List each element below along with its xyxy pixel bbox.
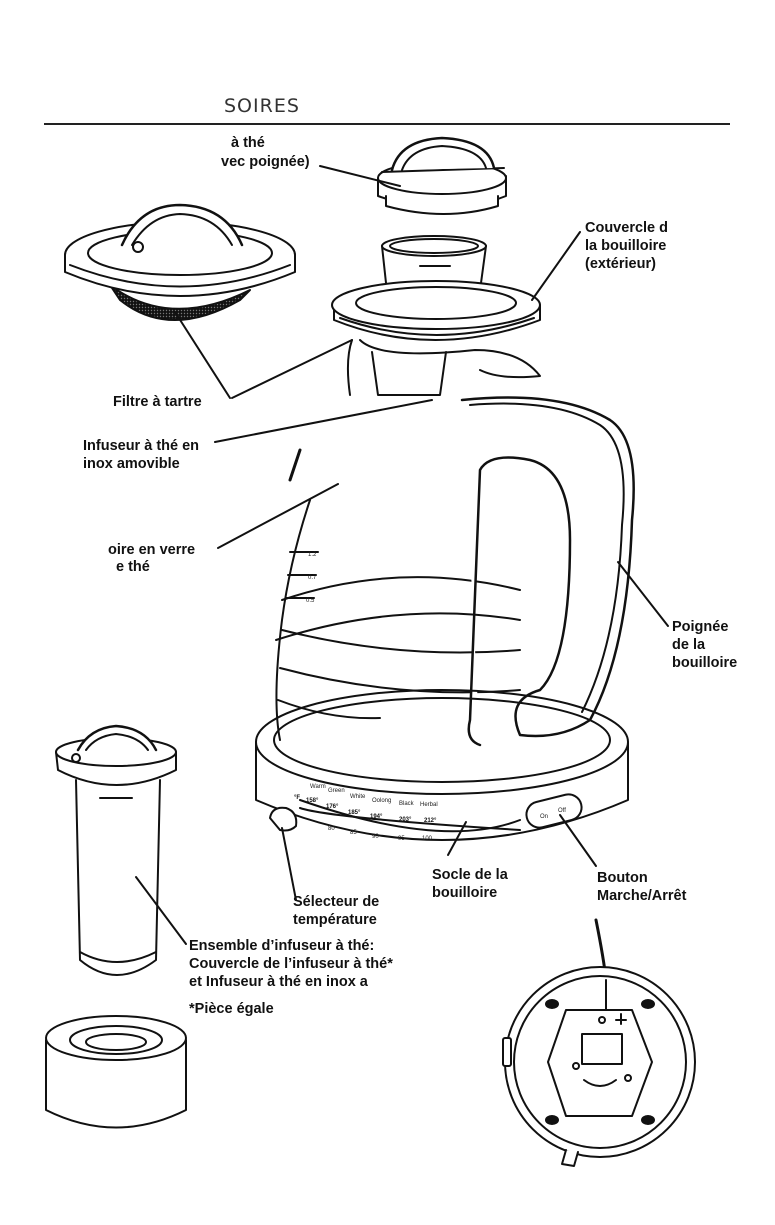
infuser-assembly-drawing — [45, 724, 187, 1129]
section-heading: SOIRES — [224, 95, 300, 117]
label-handle: Poignée — [672, 619, 729, 635]
dial-fahrenheit: 203° — [399, 817, 412, 823]
label-infuser-assembly-line3: et Infuseur à thé en inox a — [189, 974, 368, 990]
label-kettle-lid: Couvercle d — [585, 220, 668, 236]
label-temperature-selector-line2: température — [293, 912, 377, 928]
label-handle-line2: de la — [672, 637, 706, 653]
label-infuser-line2: inox amovible — [83, 456, 180, 472]
dial-celsius: 85 — [350, 830, 357, 836]
label-assembly-note: *Pièce égale — [189, 1001, 274, 1017]
switch-off-text: Off — [558, 808, 566, 814]
label-base: Socle de la — [432, 867, 508, 883]
label-temperature-selector: Sélecteur de — [293, 894, 380, 910]
dial-unit: °F — [294, 795, 300, 801]
label-kettle-lid-line2: la bouilloire — [585, 238, 667, 254]
dial-celsius: 80 — [328, 826, 335, 832]
label-kettle-lid-line3: (extérieur) — [585, 256, 656, 272]
dial-fahrenheit: 212° — [424, 818, 437, 824]
switch-on-text: On — [540, 814, 548, 820]
label-infuser-assembly: Ensemble d’infuseur à thé: — [189, 938, 375, 954]
kettle-lid-drawing — [331, 231, 581, 341]
base-bottom-view-drawing — [502, 918, 696, 1167]
label-infuser: Infuseur à thé en — [83, 438, 200, 454]
dial-preset: Warm — [310, 784, 326, 790]
dial-preset: Herbal — [420, 802, 438, 808]
heading-rule — [44, 123, 730, 125]
dial-fahrenheit: 158° — [306, 798, 319, 804]
label-scale-filter: Filtre à tartre — [113, 394, 202, 410]
dial-celsius: 95 — [398, 836, 405, 842]
gauge-mark: 0.5 — [306, 598, 315, 604]
temperature-dial: °F Warm Green White Oolong Black Herbal … — [294, 552, 566, 842]
label-base-line2: bouilloire — [432, 885, 498, 901]
tea-infuser-lid-drawing — [319, 136, 507, 215]
label-handle-line3: bouilloire — [672, 655, 738, 671]
label-onoff-button-line2: Marche/Arrêt — [597, 888, 687, 904]
label-infuser-assembly-line2: Couvercle de l’infuseur à thé* — [189, 956, 393, 972]
dial-celsius: 100 — [422, 836, 433, 842]
kettle-base-drawing — [255, 689, 629, 901]
label-onoff-button: Bouton — [597, 870, 648, 886]
dial-celsius: 90 — [372, 834, 379, 840]
dial-preset: Black — [399, 801, 415, 807]
label-glass-kettle: oire en verre — [108, 542, 196, 558]
dial-fahrenheit: 194° — [370, 814, 383, 820]
dial-preset: White — [350, 794, 366, 800]
label-tea-lid: à thé — [231, 135, 265, 151]
dial-preset: Green — [328, 788, 345, 794]
gauge-mark: 1.2 — [308, 552, 317, 558]
scale-filter-drawing — [64, 203, 296, 399]
dial-fahrenheit: 176° — [326, 804, 339, 810]
dial-fahrenheit: 185° — [348, 810, 361, 816]
label-tea-lid-line2: vec poignée) — [221, 154, 310, 170]
kettle-handle-drawing — [460, 396, 669, 747]
label-glass-kettle-line2: e thé — [116, 559, 150, 575]
dial-preset: Oolong — [372, 798, 391, 804]
gauge-mark: 0.7 — [308, 575, 317, 581]
